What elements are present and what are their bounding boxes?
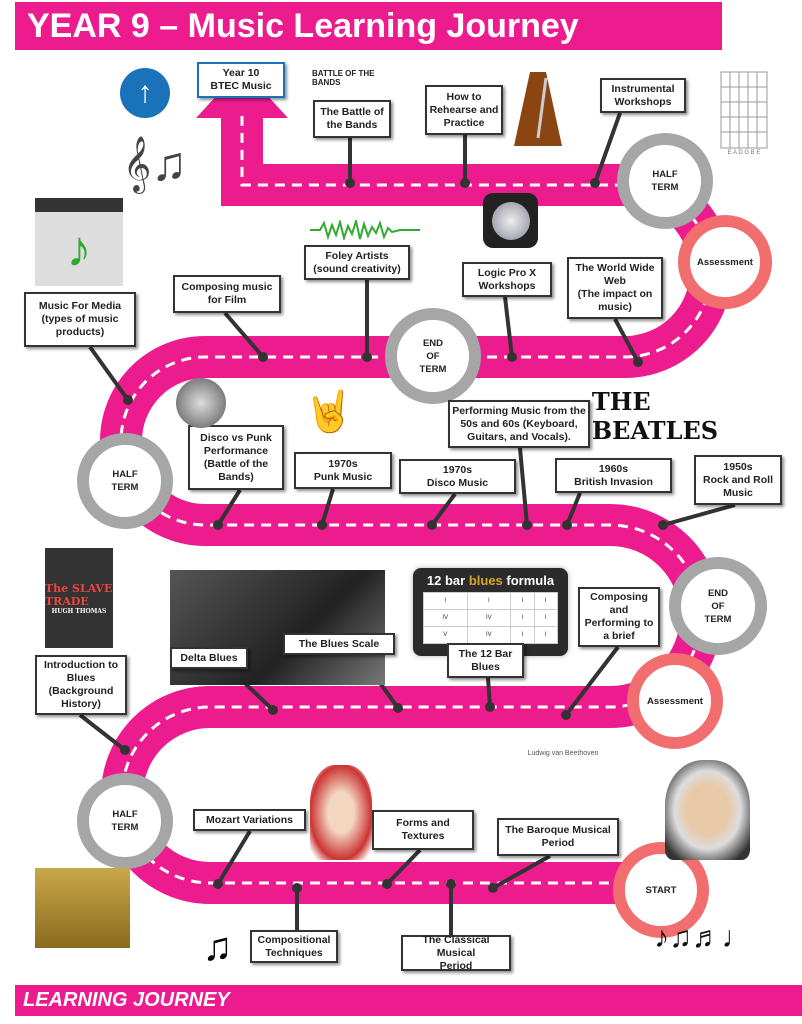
topic-50s-60s-performing: Performing Music from the 50s and 60s (K… <box>448 400 590 448</box>
rock-hand-icon: 🤘 <box>304 389 354 434</box>
soundwave-icon <box>310 220 420 240</box>
connector-dots <box>120 178 668 893</box>
topic-12-bar-blues: The 12 Bar Blues <box>447 643 524 678</box>
topic-instrumental: Instrumental Workshops <box>600 78 686 113</box>
topic-british-invasion: 1960s British Invasion <box>555 458 672 493</box>
topic-foley: Foley Artists (sound creativity) <box>304 245 410 280</box>
up-arrow-sign-icon: ↑ <box>120 68 170 118</box>
mozart-portrait <box>310 765 372 860</box>
guitar-chord-chart-icon: E A D G B E <box>716 65 772 160</box>
topic-punk: 1970s Punk Music <box>294 452 392 489</box>
beatles-logo: THE BEATLES <box>591 386 719 445</box>
topic-world-wide-web: The World Wide Web (The impact on music) <box>567 257 663 319</box>
milestone-end-of-term: END OF TERM <box>385 308 481 404</box>
footer-banner: LEARNING JOURNEY <box>15 985 802 1016</box>
milestone-assessment: Assessment <box>627 653 723 749</box>
topic-rock-and-roll: 1950s Rock and Roll Music <box>694 455 782 505</box>
milestone-end-of-term: END OF TERM <box>669 557 767 655</box>
topic-film: Composing music for Film <box>173 275 281 313</box>
topic-logic-pro: Logic Pro X Workshops <box>462 262 552 297</box>
topic-intro-blues: Introduction to Blues (Background Histor… <box>35 655 127 715</box>
metronome-icon <box>512 68 564 148</box>
topic-battle-of-bands: The Battle of the Bands <box>313 100 391 138</box>
clapperboard-music-icon: ♪ <box>35 198 123 286</box>
milestone-half-term: HALF TERM <box>77 433 173 529</box>
topic-disco: 1970s Disco Music <box>399 459 516 494</box>
milestone-assessment: Assessment <box>678 215 772 309</box>
milestone-half-term: HALF TERM <box>77 773 173 869</box>
battle-of-bands-logo: BATTLE OF THE BANDS <box>312 69 375 87</box>
disco-ball-icon <box>176 378 226 428</box>
topic-performing-brief: Composing and Performing to a brief <box>578 587 660 647</box>
road-dashes <box>119 110 713 885</box>
topic-blues-scale: The Blues Scale <box>283 633 395 655</box>
bach-portrait <box>665 760 750 860</box>
film-music-notes-icon: 𝄞♫ <box>122 138 188 191</box>
topic-classical: The Classical Musical Period <box>401 934 511 972</box>
music-staff-swirl-icon: ♪♫♬♩ <box>654 920 752 954</box>
harpsichord-image <box>35 868 130 948</box>
page-title: YEAR 9 – Music Learning Journey <box>15 2 722 50</box>
topic-music-for-media: Music For Media (types of music products… <box>24 292 136 347</box>
topic-rehearse: How to Rehearse and Practice <box>425 85 503 135</box>
topic-delta-blues: Delta Blues <box>170 647 248 669</box>
topic-forms-textures: Forms and Textures <box>372 810 474 850</box>
beethoven-score-image: Ludwig van Beethoven <box>527 750 599 757</box>
connectors <box>78 112 736 935</box>
topic-baroque: The Baroque Musical Period <box>497 818 619 856</box>
milestone-half-term: HALF TERM <box>617 133 713 229</box>
topic-mozart: Mozart Variations <box>193 809 306 831</box>
topic-compositional: Compositional Techniques <box>250 930 338 963</box>
topic-year10-btec: Year 10 BTEC Music <box>197 62 285 98</box>
logic-pro-icon <box>483 193 538 248</box>
blues-chart-title: 12 bar blues formula <box>426 573 555 588</box>
music-note-icon: ♫ <box>202 925 233 969</box>
topic-disco-vs-punk: Disco vs Punk Performance (Battle of the… <box>188 425 284 490</box>
